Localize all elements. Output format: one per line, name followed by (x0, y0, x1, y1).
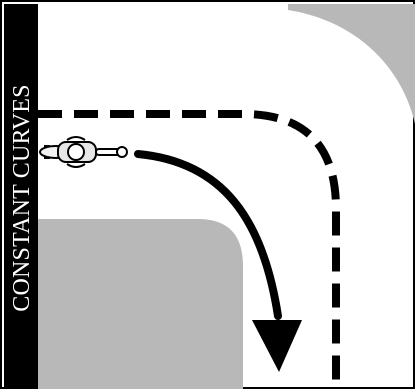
motorcycle-rider-top-view-icon (39, 136, 128, 168)
side-title: CONSTANT CURVES (9, 84, 35, 312)
side-title-band: CONSTANT CURVES (4, 4, 38, 389)
curved-arrow-icon (134, 150, 282, 320)
inner-roadside (38, 219, 243, 389)
outer-roadside-top-strip (288, 4, 415, 124)
road-scene (38, 4, 415, 389)
center-dashed-line (38, 110, 340, 389)
curved-arrow-head (252, 320, 302, 372)
